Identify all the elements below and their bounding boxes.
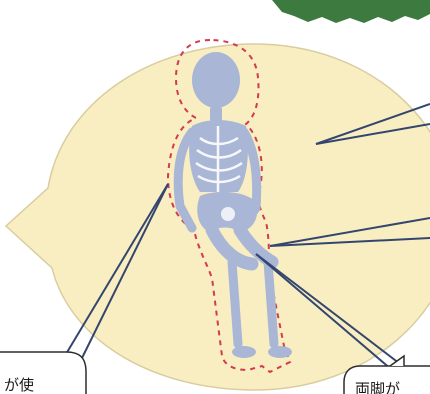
callout-left-text: が使 bbox=[4, 376, 34, 394]
neck bbox=[210, 106, 222, 122]
callout-right-text: 両脚が bbox=[355, 380, 400, 394]
pelvis-hole bbox=[221, 207, 235, 221]
right-foot bbox=[268, 346, 292, 358]
skull bbox=[192, 52, 240, 108]
left-shin bbox=[232, 262, 238, 344]
right-shin bbox=[268, 262, 274, 344]
left-foot bbox=[232, 346, 256, 358]
badge-shape bbox=[272, 0, 430, 23]
green-starburst-badge bbox=[272, 0, 430, 23]
